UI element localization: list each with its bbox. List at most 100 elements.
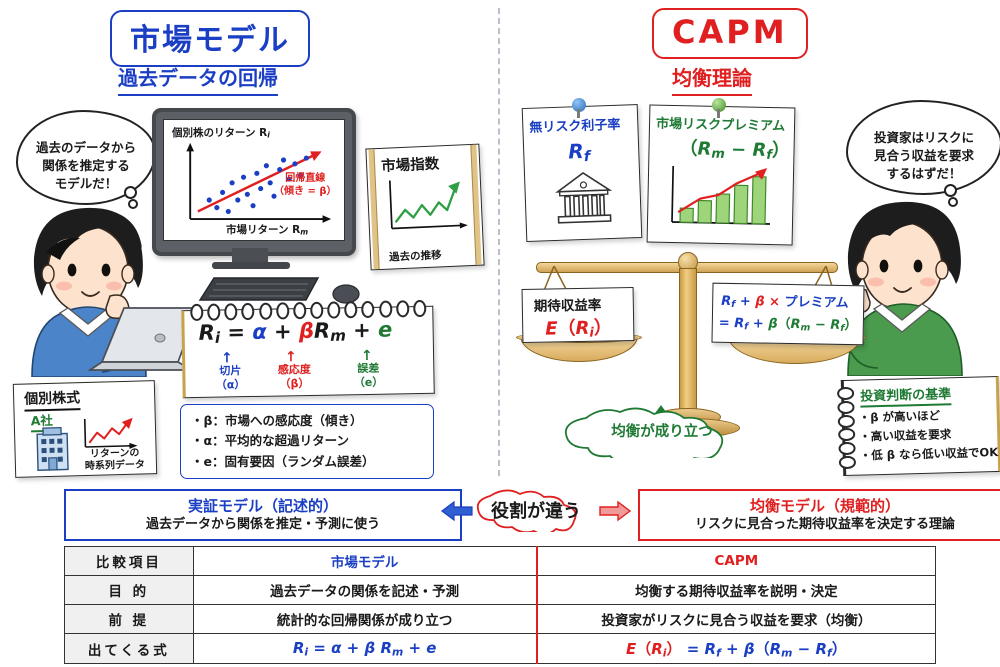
chart-y-axis-label: 個別株のリターン Ri xyxy=(172,125,270,140)
regression-line-label-text: 回帰直線 xyxy=(285,173,326,184)
table-cell-market-premise: 統計的な回帰関係が成り立つ xyxy=(192,604,538,634)
role-difference-cloud-shape xyxy=(476,489,577,532)
card-binding-left xyxy=(368,149,380,270)
expected-return-card: 期待収益率 E（Ri） xyxy=(521,287,635,343)
monitor-frame: 個別株のリターン Ri 市場リターン Rm 回帰直線 （傾き = β） xyxy=(152,108,356,256)
thought-dot-large xyxy=(124,186,137,199)
market-risk-premium-label: 市場リスクプレミアム xyxy=(655,116,786,135)
monitor-stand xyxy=(232,248,268,264)
thought-dot-small xyxy=(128,199,138,209)
regression-line-slope-note: （傾き = β） xyxy=(274,186,337,197)
market-model-equation: Ri = α + βRm + e xyxy=(198,317,393,347)
left-arrow-icon xyxy=(441,500,473,522)
beta-annotation-label: 感応度 xyxy=(277,362,311,377)
right-subtitle-text: 均衡理論 xyxy=(672,62,752,96)
bullet-beta: ・β：市場への感応度（傾き） xyxy=(191,413,363,428)
chart-y-axis-sub: i xyxy=(267,130,270,140)
bullet-error: ・e：固有要因（ランダム誤差） xyxy=(191,453,375,469)
keyboard-illustration xyxy=(198,277,320,301)
bank-icon xyxy=(555,171,613,224)
right-thought-bubble: 投資家はリスクに 見合う収益を要求 するはずだ！ xyxy=(846,100,1000,195)
table-header-row: 比較項目 市場モデル CAPM xyxy=(64,546,936,576)
risk-free-rate-label: 無リスク利子率 xyxy=(529,117,621,136)
table-cell-capm-purpose: 均衡する期待収益率を説明・決定 xyxy=(535,575,936,605)
right-title-text: CAPM xyxy=(652,8,808,59)
capm-formula-card: Rf + β × プレミアム = Rf + β（Rm − Rf） xyxy=(711,282,865,346)
market-risk-premium-note: 市場リスクプレミアム （Rm − Rf） xyxy=(646,104,796,246)
scatter-chart xyxy=(186,142,332,223)
beta-annotation: 感応度 （β） xyxy=(265,363,323,392)
left-title-text: 市場モデル xyxy=(110,10,310,67)
empirical-model-sub: 過去データから関係を推定・予測に使う xyxy=(145,517,380,533)
error-annotation: 誤差 （e） xyxy=(341,361,395,389)
capm-card-line2: = Rf + β（Rm − Rf） xyxy=(718,315,858,335)
stock-card-title: 個別株式 xyxy=(23,387,81,412)
regression-line-label: 回帰直線 （傾き = β） xyxy=(274,172,337,198)
table-cell-capm-equation: E（Ri） = Rf + β（Rm − Rf） xyxy=(535,632,936,665)
criteria-note-spiral xyxy=(836,386,857,470)
investment-criteria-note: 投資判断の基準 ・β が高いほど ・高い収益を要求 ・低 β なら低い収益でOK xyxy=(836,375,1000,477)
table-cell-market-purpose: 過去データの関係を記述・予測 xyxy=(192,575,538,605)
monitor-screen: 個別株のリターン Ri 市場リターン Rm 回帰直線 （傾き = β） xyxy=(163,119,345,241)
table-row: 前 提 統計的な回帰関係が成り立つ 投資家がリスクに見合う収益を要求（均衡） xyxy=(64,604,936,634)
table-header-capm: CAPM xyxy=(535,546,936,576)
table-row-label-equation: 出てくる式 xyxy=(64,632,194,665)
market-model-bullets: ・β：市場への感応度（傾き） ・α：平均的な超過リターン ・e：固有要因（ランダ… xyxy=(180,404,434,479)
criteria-note-title: 投資判断の基準 xyxy=(859,383,952,408)
card-binding-right xyxy=(470,144,482,265)
stock-caption-line2: 時系列データ xyxy=(84,459,146,473)
risk-free-rate-symbol: Rf xyxy=(567,138,591,166)
error-annotation-symbol: （e） xyxy=(353,375,384,389)
bullet-alpha: ・α：平均的な超過リターン xyxy=(191,433,349,449)
expected-return-label: 期待収益率 xyxy=(533,297,602,315)
individual-stock-card: 個別株式 A社 リターンの 時系列データ xyxy=(12,380,158,478)
risk-free-rate-note: 無リスク利子率 Rf xyxy=(521,104,643,242)
chart-x-axis-label-text: 市場リターン R xyxy=(226,224,301,236)
empirical-model-heading: 実証モデル（記述的） xyxy=(187,497,338,515)
chart-y-axis-label-text: 個別株のリターン R xyxy=(172,127,268,139)
market-index-card: 市場指数 過去の推移 xyxy=(365,143,485,271)
left-subtitle-text: 過去データの回帰 xyxy=(118,62,278,96)
equilibrium-cloud-shape xyxy=(564,405,724,458)
equilibrium-model-banner: 均衡モデル（規範的） リスクに見合った期待収益率を決定する理論 xyxy=(638,489,1000,542)
intercept-annotation-symbol: （α） xyxy=(215,377,246,392)
right-arrow-icon xyxy=(599,500,632,522)
expected-return-formula: E（Ri） xyxy=(545,317,613,341)
equilibrium-model-heading: 均衡モデル（規範的） xyxy=(749,497,900,515)
beta-annotation-symbol: （β） xyxy=(279,376,310,391)
laptop-illustration xyxy=(88,307,200,371)
equilibrium-cloud-text: 均衡が成り立つ xyxy=(611,424,713,440)
left-subtitle: 過去データの回帰 xyxy=(118,62,278,96)
left-title-box: 市場モデル xyxy=(110,10,310,67)
premium-bar-chart xyxy=(671,165,771,225)
market-index-chart xyxy=(388,180,468,230)
right-subtitle: 均衡理論 xyxy=(672,62,752,96)
role-difference-text: 役割が違う xyxy=(491,501,581,522)
stock-card-caption: リターンの 時系列データ xyxy=(78,447,153,473)
capm-card-line1: Rf + β × プレミアム xyxy=(721,293,849,312)
criteria-bullet-3: ・低 β なら低い収益でOK xyxy=(859,444,999,463)
scale-post xyxy=(679,268,697,418)
empirical-model-banner: 実証モデル（記述的） 過去データから関係を推定・予測に使う xyxy=(64,489,462,542)
table-row: 出てくる式 Ri = α + β Rm + e E（Ri） = Rf + β（R… xyxy=(64,632,936,665)
comparison-table: 比較項目 市場モデル CAPM 目 的 過去データの関係を記述・予測 均衡する期… xyxy=(64,546,936,665)
table-row-label-premise: 前 提 xyxy=(64,604,194,634)
market-index-title: 市場指数 xyxy=(380,156,440,175)
green-pin-icon xyxy=(712,98,726,118)
right-title-box: CAPM xyxy=(652,8,808,59)
chart-x-axis-label: 市場リターン Rm xyxy=(226,222,308,237)
blue-pin-icon xyxy=(572,98,586,118)
error-annotation-label: 誤差 xyxy=(357,361,380,376)
market-risk-premium-symbol: （Rm − Rf） xyxy=(679,138,791,163)
left-thought-text: 過去のデータから 関係を推定する モデルだ！ xyxy=(35,140,136,192)
chart-x-axis-sub: m xyxy=(300,227,309,237)
building-icon xyxy=(36,426,69,471)
criteria-note-bullets: ・β が高いほど ・高い収益を要求 ・低 β なら低い収益でOK xyxy=(859,405,999,466)
table-header-market-model: 市場モデル xyxy=(192,546,538,576)
stock-return-chart xyxy=(83,417,138,449)
right-thought-dot-small xyxy=(948,197,958,207)
table-row: 目 的 過去データの関係を記述・予測 均衡する期待収益率を説明・決定 xyxy=(64,575,936,605)
center-divider xyxy=(498,8,500,476)
right-thought-dot-large xyxy=(944,184,957,197)
